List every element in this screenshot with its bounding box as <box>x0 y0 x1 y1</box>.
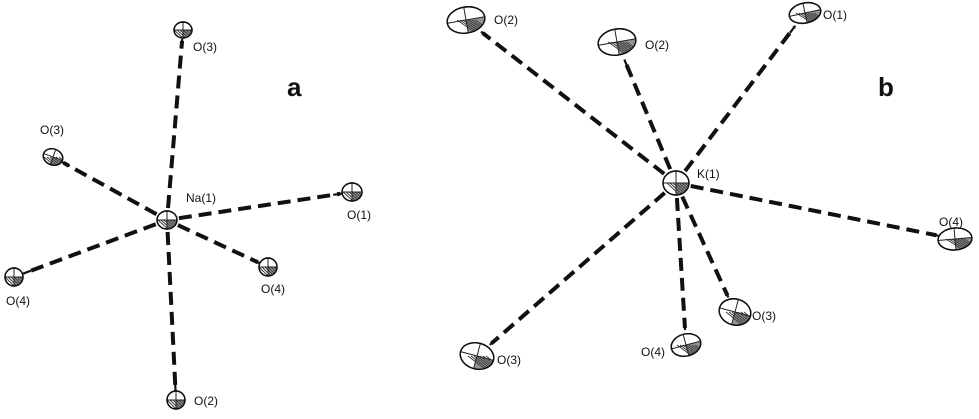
bond-k1-o3-5 <box>490 191 666 346</box>
metal-atom-na1 <box>156 210 178 230</box>
bond-na1-o4-4 <box>23 222 157 276</box>
atom-label-o3-0: O(3) <box>193 40 217 54</box>
panel-label-a: a <box>287 72 302 102</box>
panel-b: O(2) O(2) O(1) O(4) O(3) O(3) O(4) K(1) b <box>446 1 973 371</box>
oxygen-atom-o4-3 <box>937 227 973 251</box>
oxygen-atom-o2-5 <box>166 390 186 410</box>
oxygen-atom-o4-4 <box>4 267 24 287</box>
metal-atom-k1 <box>662 170 690 196</box>
atom-label-o2-0: O(2) <box>494 13 518 27</box>
atom-label-o3-5: O(3) <box>497 353 521 367</box>
bond-k1-o2-1 <box>623 60 673 170</box>
oxygen-atom-o2-0 <box>446 6 487 34</box>
bond-na1-o3-1 <box>62 161 158 216</box>
oxygen-atom-o3-0 <box>173 21 193 39</box>
atom-label-k1: K(1) <box>697 167 720 181</box>
atom-label-o4-3: O(4) <box>261 282 285 296</box>
oxygen-atom-o4-6 <box>670 332 704 358</box>
oxygen-atom-o4-3 <box>258 257 278 277</box>
atom-label-o2-5: O(2) <box>194 394 218 408</box>
bond-k1-o3-4 <box>680 195 730 297</box>
bond-k1-o4-3 <box>690 183 937 238</box>
bond-k1-o4-6 <box>674 197 687 329</box>
bond-k1-o2-0 <box>481 31 666 176</box>
oxygen-atom-o3-4 <box>718 298 754 326</box>
bond-k1-o1-2 <box>683 26 796 173</box>
atom-label-o2-1: O(2) <box>645 38 669 52</box>
atom-label-o1-2: O(1) <box>823 8 847 22</box>
atom-label-na1: Na(1) <box>186 191 216 205</box>
atom-label-o4-4: O(4) <box>6 294 30 308</box>
bond-na1-o1-2 <box>178 191 341 221</box>
bond-na1-o3-0 <box>166 40 185 209</box>
atom-label-o3-1: O(3) <box>40 123 64 137</box>
atom-label-o1-2: O(1) <box>347 208 371 222</box>
panel-label-b: b <box>878 72 894 102</box>
oxygen-atom-o2-1 <box>597 28 638 56</box>
oxygen-atom-o3-5 <box>459 341 497 371</box>
oxygen-atom-o1-2 <box>341 182 363 202</box>
bond-na1-o4-3 <box>177 223 259 265</box>
atom-label-o3-4: O(3) <box>752 309 776 323</box>
bond-na1-o2-5 <box>165 231 178 390</box>
panel-a: O(3) O(3) O(1) O(4) O(4) O(2) Na(1) a <box>4 21 371 410</box>
atom-label-o4-6: O(4) <box>641 345 665 359</box>
atom-label-o4-3: O(4) <box>939 215 963 229</box>
